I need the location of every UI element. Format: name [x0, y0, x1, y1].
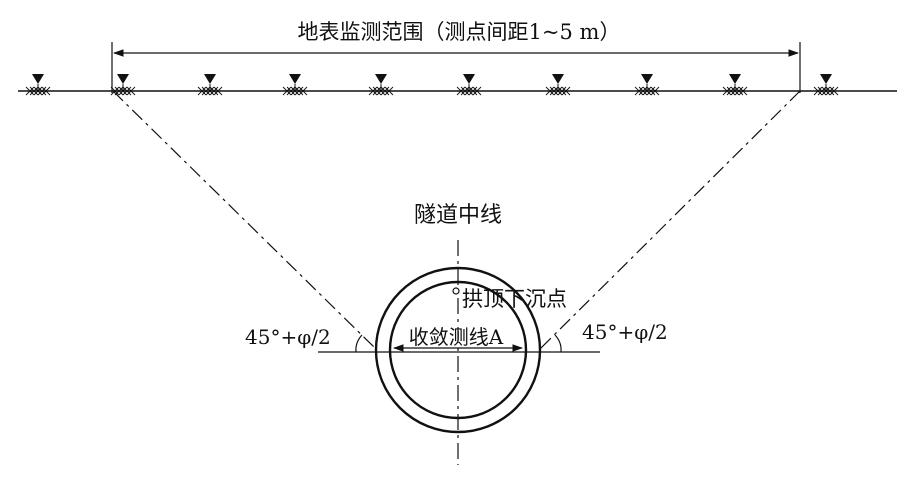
tunnel-outer-ring	[374, 266, 542, 434]
benchmark-marker-icon	[197, 74, 223, 96]
angle-arc-right	[554, 334, 562, 353]
benchmark-marker-icon	[456, 74, 482, 96]
benchmark-marker-icon	[368, 74, 394, 96]
survey-points	[25, 74, 839, 96]
angle-arc-left	[355, 334, 363, 353]
crown-settlement-point-icon	[452, 287, 460, 295]
influence-line-left	[112, 90, 378, 351]
influence-line-right	[538, 90, 801, 351]
convergence-line-label: 收敛测线A	[409, 325, 504, 349]
benchmark-marker-icon	[813, 74, 839, 96]
angle-label-right: 45°+φ/2	[582, 320, 668, 344]
benchmark-marker-icon	[25, 74, 51, 96]
benchmark-marker-icon	[722, 74, 748, 96]
benchmark-marker-icon	[545, 74, 571, 96]
tunnel-centerline-label: 隧道中线	[414, 203, 502, 228]
benchmark-marker-icon	[282, 74, 308, 96]
monitoring-range-label: 地表监测范围（测点间距1~5 m）	[298, 20, 621, 44]
angle-label-left: 45°+φ/2	[245, 325, 331, 349]
crown-settlement-label: 拱顶下沉点	[462, 287, 567, 311]
tunnel-inner-ring	[388, 280, 528, 420]
benchmark-marker-icon	[634, 74, 660, 96]
